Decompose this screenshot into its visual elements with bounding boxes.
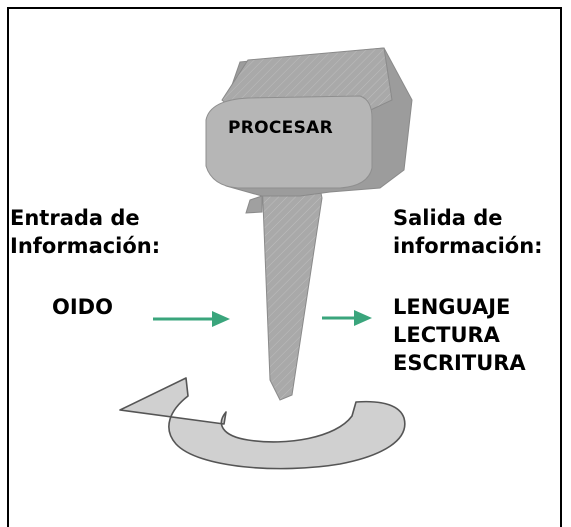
diagram-frame xyxy=(7,7,562,527)
process-label: PROCESAR xyxy=(228,118,333,138)
output-heading-line1: Salida de xyxy=(393,206,503,230)
process-cap-face xyxy=(205,95,373,189)
output-item-lectura: LECTURA xyxy=(393,323,500,347)
input-heading-line1: Entrada de xyxy=(10,206,140,230)
diagram-canvas xyxy=(119,47,413,470)
input-heading-line2: Información: xyxy=(10,234,161,258)
input-arrow xyxy=(153,311,230,327)
output-arrow xyxy=(322,310,372,326)
output-item-escritura: ESCRITURA xyxy=(393,351,526,375)
process-shape xyxy=(205,47,413,401)
input-item-oido: OIDO xyxy=(52,295,113,319)
process-stem xyxy=(261,177,323,401)
feedback-cycle-arrow xyxy=(119,377,406,470)
output-heading-line2: información: xyxy=(393,234,543,258)
output-item-lenguaje: LENGUAJE xyxy=(393,295,511,319)
process-nub xyxy=(245,195,263,214)
